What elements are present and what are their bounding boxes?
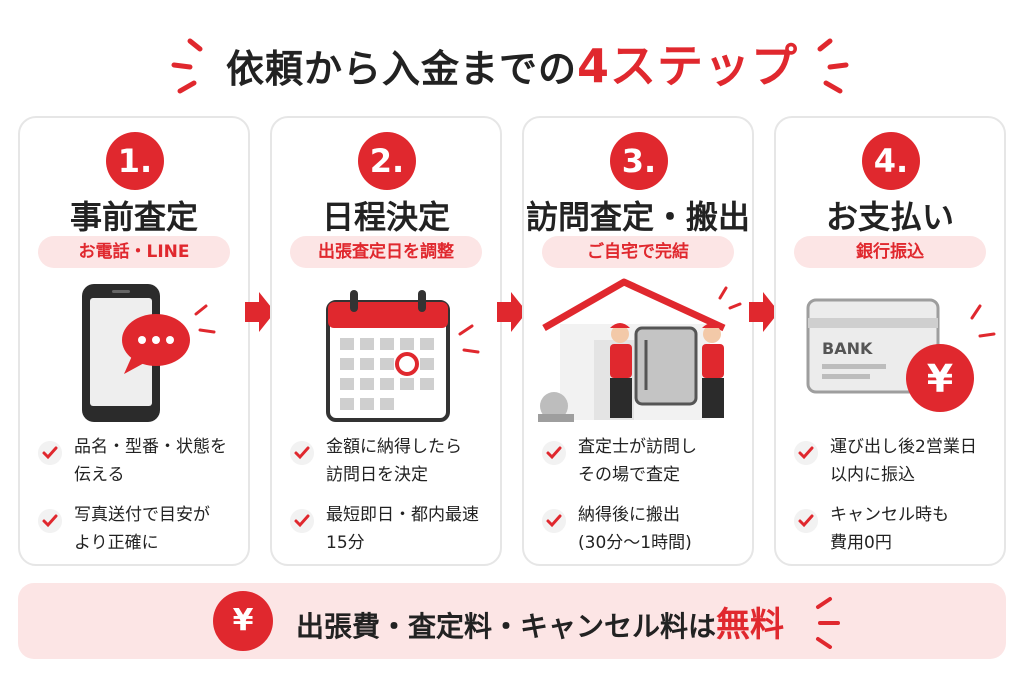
step-card-3: 3. 訪問査定・搬出 ご自宅で完結 査定士が訪問し その場で査定 納得後に搬出 … [522,116,754,566]
check-icon [290,509,314,533]
check-icon [542,509,566,533]
bullet-line: 最短即日・都内最速 [326,505,479,525]
bullet-line: (30分〜1時間) [578,533,692,553]
arrow-right-icon [245,292,275,332]
step-tag: お電話・LINE [38,236,230,268]
yen-icon: ¥ [927,357,953,401]
banner-free: 無料 [716,605,785,645]
step-title: お支払い [825,198,954,236]
free-banner: ¥ 出張費・査定料・キャンセル料は無料 [18,583,1006,659]
step-bullets: 品名・型番・状態を 伝える 写真送付で目安が より正確に [38,433,238,569]
banner-text: 出張費・査定料・キャンセル料は無料 [296,597,784,646]
check-icon [38,441,62,465]
bank-card-yen-icon: BANK ¥ [806,298,996,412]
bullet-line: 費用0円 [830,533,892,553]
step-number: 3. [610,132,668,190]
bullet-line: 写真送付で目安が [74,505,210,525]
bullet-line: 訪問日を決定 [326,465,428,485]
arrow-right-icon [497,292,527,332]
page-title: 依頼から入金までの4ステップ [0,30,1024,96]
bullet-line: 査定士が訪問し [578,437,697,457]
smartphone-chat-icon [82,284,216,422]
step-card-4: 4. お支払い 銀行振込 BANK ¥ 運び出し後2営業日 以内に振込 キャンセ… [774,116,1006,566]
step-title: 事前査定 [69,198,198,236]
bullet-line: キャンセル時も [830,505,949,525]
bullet-line: 15分 [326,533,365,553]
step-bullets: 金額に納得したら 訪問日を決定 最短即日・都内最速 15分 [290,433,490,569]
bank-label: BANK [822,339,873,358]
step-title: 日程決定 [321,198,450,236]
check-icon [794,509,818,533]
step-number: 1. [106,132,164,190]
check-icon [38,509,62,533]
list-item: 運び出し後2営業日 以内に振込 [794,433,994,489]
yen-icon: ¥ [213,591,273,651]
step-tag: 銀行振込 [794,236,986,268]
bullet-line: 伝える [74,465,125,485]
burst-banner-icon [816,597,840,649]
list-item: 品名・型番・状態を 伝える [38,433,238,489]
title-main: 依頼から入金までの [225,47,577,91]
step-card-1: 1. 事前査定 お電話・LINE 品名・型番・状態を 伝える 写真送付で目安が … [18,116,250,566]
list-item: 写真送付で目安が より正確に [38,501,238,557]
check-icon [542,441,566,465]
step-tag: 出張査定日を調整 [290,236,482,268]
check-icon [290,441,314,465]
check-icon [794,441,818,465]
burst-left-icon [171,38,203,94]
step-title: 訪問査定・搬出 [525,198,750,236]
title-accent: 4ステップ [577,39,799,93]
list-item: 納得後に搬出 (30分〜1時間) [542,501,742,557]
bullet-line: 金額に納得したら [326,437,462,457]
bullet-line: 納得後に搬出 [578,505,680,525]
bullet-line: その場で査定 [578,465,680,485]
calendar-icon [326,290,480,422]
step-card-2: 2. 日程決定 出張査定日を調整 金額に納得したら 訪問日を決定 最短即日・都内… [270,116,502,566]
list-item: キャンセル時も 費用0円 [794,501,994,557]
house-movers-icon [538,278,742,422]
list-item: 最短即日・都内最速 15分 [290,501,490,557]
step-number: 2. [358,132,416,190]
step-bullets: 査定士が訪問し その場で査定 納得後に搬出 (30分〜1時間) [542,433,742,569]
bullet-line: より正確に [74,533,159,553]
bullet-line: 以内に振込 [830,465,915,485]
step-number: 4. [862,132,920,190]
step-tag: ご自宅で完結 [542,236,734,268]
banner-message: 出張費・査定料・キャンセル料は [296,610,717,643]
arrow-right-icon [749,292,779,332]
list-item: 金額に納得したら 訪問日を決定 [290,433,490,489]
burst-right-icon [817,38,849,94]
list-item: 査定士が訪問し その場で査定 [542,433,742,489]
bullet-line: 品名・型番・状態を [74,437,227,457]
bullet-line: 運び出し後2営業日 [830,437,977,457]
step-bullets: 運び出し後2営業日 以内に振込 キャンセル時も 費用0円 [794,433,994,569]
